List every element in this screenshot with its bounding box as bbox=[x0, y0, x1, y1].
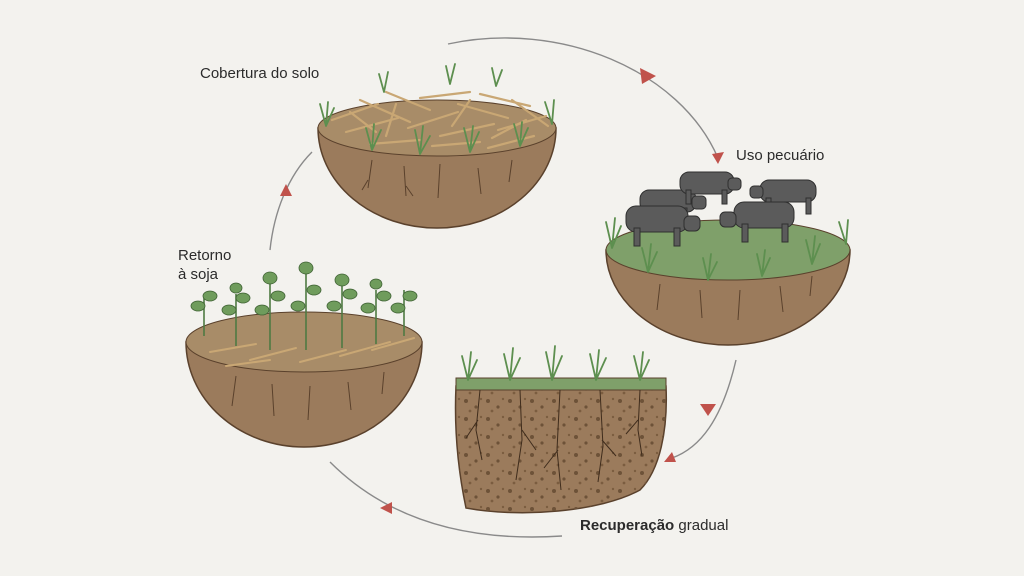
arrow-soy-to-cover bbox=[269, 151, 313, 251]
label-return-line-2: à soja bbox=[178, 266, 219, 283]
label-recovery-rest: gradual bbox=[674, 517, 729, 534]
cover-soil-bowl bbox=[317, 63, 557, 229]
label-recovery-bold: Recuperação bbox=[580, 517, 675, 534]
recovery-grass bbox=[461, 345, 650, 381]
arrow-head-5 bbox=[380, 502, 392, 514]
pasture-grass bbox=[605, 217, 849, 281]
arrow-head-2 bbox=[712, 152, 724, 164]
cow-2 bbox=[679, 171, 742, 205]
arrow-recovery-to-soy bbox=[329, 461, 563, 538]
label-gradual-recovery: Recuperação gradual bbox=[580, 516, 728, 535]
soy-straw bbox=[209, 337, 415, 367]
arrow-head-4 bbox=[664, 452, 676, 462]
arrow-head-1 bbox=[640, 68, 656, 84]
label-livestock-use: Uso pecuário bbox=[736, 147, 825, 164]
arrow-head-6 bbox=[280, 184, 292, 196]
label-return-soy: Retorno à soja bbox=[178, 246, 231, 284]
cattle bbox=[625, 171, 817, 247]
arrow-livestock-to-recovery bbox=[671, 359, 737, 459]
arrow-head-3 bbox=[700, 404, 716, 416]
cow-4 bbox=[625, 205, 701, 247]
cycle-arrows bbox=[269, 37, 737, 538]
cover-grass bbox=[319, 63, 555, 155]
soy-bowl bbox=[185, 261, 423, 448]
label-soil-cover: Cobertura do solo bbox=[200, 65, 320, 82]
deep-roots bbox=[465, 389, 643, 491]
arrow-cover-to-livestock bbox=[447, 37, 719, 159]
arrow-heads bbox=[280, 68, 724, 514]
recovery-soil-block bbox=[454, 345, 668, 514]
label-return-line-1: Retorno bbox=[178, 247, 232, 264]
cow-5 bbox=[719, 201, 795, 243]
straw-mulch bbox=[330, 90, 550, 150]
soy-plants bbox=[190, 261, 418, 350]
livestock-bowl bbox=[605, 171, 851, 346]
